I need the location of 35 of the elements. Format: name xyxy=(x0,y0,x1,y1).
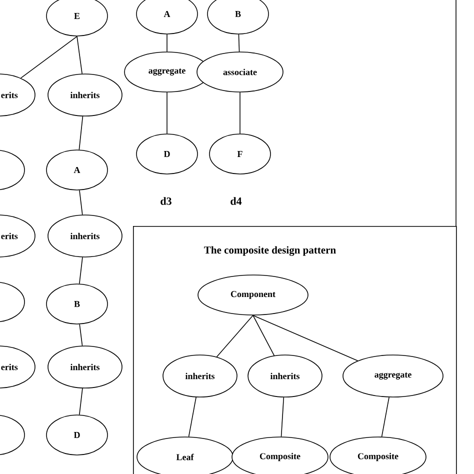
connector-line xyxy=(76,36,82,74)
connector-line xyxy=(79,190,83,216)
ellipse-node: Composite xyxy=(232,436,328,474)
connector-line xyxy=(188,396,196,438)
ellipse-node: A xyxy=(46,150,108,190)
diagram-label: d3 xyxy=(160,197,172,205)
connector-line xyxy=(78,116,84,150)
ellipse-node: D xyxy=(136,134,198,174)
connector-line xyxy=(252,315,275,356)
connector-line xyxy=(79,324,83,346)
connector-line xyxy=(252,315,358,362)
ellipse-node: aggregate xyxy=(342,354,444,398)
ellipse-node: inherits xyxy=(162,354,238,398)
connector-line xyxy=(79,256,83,284)
connector-line xyxy=(216,315,254,358)
ellipse-node: inherits xyxy=(48,346,122,388)
diagram-label: d4 xyxy=(230,197,242,205)
connector-line xyxy=(166,92,168,134)
connector-line xyxy=(280,396,284,437)
ellipse-node: Component xyxy=(198,274,308,316)
connector-line xyxy=(79,388,83,416)
connector-line xyxy=(381,396,390,438)
ellipse-node: inherits xyxy=(248,354,322,398)
ellipse-node: inherits xyxy=(48,74,122,116)
connector-line xyxy=(238,34,240,52)
panel-title: The composite design pattern xyxy=(204,246,336,256)
node-label: Composite xyxy=(260,452,300,462)
ellipse-node: associate xyxy=(196,52,284,92)
ellipse-node: inherits xyxy=(48,214,122,258)
connector-line xyxy=(20,36,78,78)
ellipse-node: D xyxy=(46,414,108,456)
ellipse-node: B xyxy=(46,284,108,324)
ellipse-node: aggregate xyxy=(124,52,210,92)
ellipse-node: F xyxy=(209,134,271,174)
connector-line xyxy=(166,34,168,52)
